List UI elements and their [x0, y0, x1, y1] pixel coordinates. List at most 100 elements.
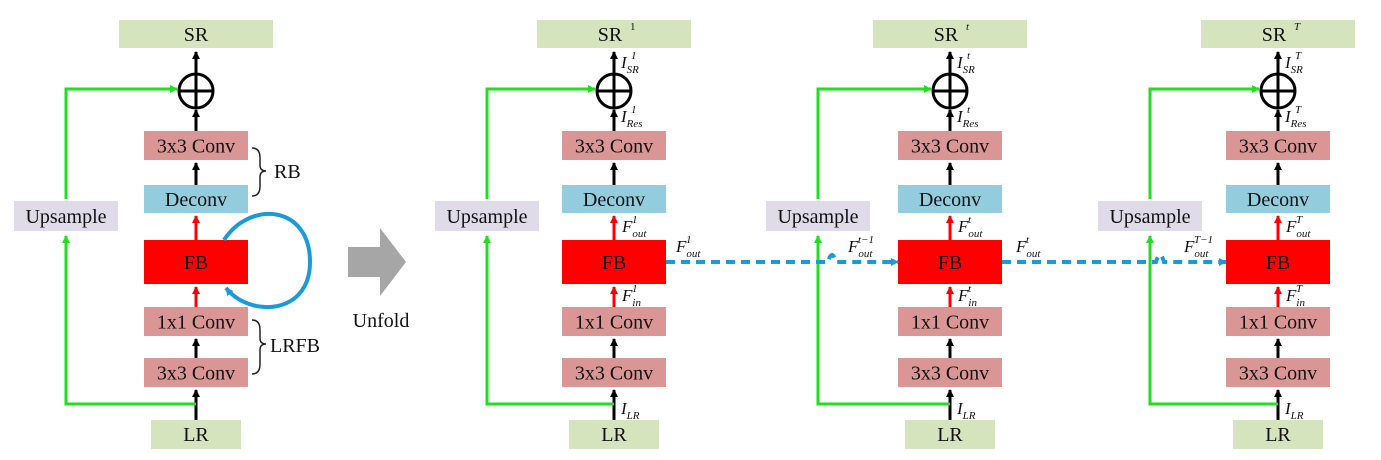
col1-skip-upper	[485, 85, 596, 199]
col2-fout-right: Fout	[1015, 237, 1041, 260]
col2-fout-right-sup: t	[1026, 234, 1030, 246]
col2-fb	[898, 240, 1002, 284]
left-lr-label: LR	[183, 424, 209, 446]
col2-fout-left-sup: t−1	[858, 234, 874, 246]
col3-fout-up: Fout	[1285, 217, 1311, 240]
col2-conv3-bottom-label: 3x3 Conv	[911, 363, 989, 385]
left-conv1-label: 1x1 Conv	[157, 312, 235, 334]
col3-upsample-box	[1098, 201, 1202, 231]
col3-fout-left-sup: T−1	[1194, 234, 1213, 246]
col1-lr-box	[569, 420, 659, 449]
col1-sr-label: SR	[598, 24, 623, 46]
col2-conv1	[898, 307, 1002, 336]
col1-conv3-top-label: 3x3 Conv	[575, 136, 653, 158]
left-feedback-loop	[222, 212, 313, 310]
col2-isr: ISR	[956, 53, 975, 76]
col3-conv1	[1226, 307, 1330, 336]
col3-fout-left: Fout	[1183, 237, 1209, 260]
lrfb-label: LRFB	[270, 335, 320, 357]
col3-conv3-bottom	[1226, 358, 1330, 387]
col2-deconv	[898, 185, 1002, 213]
left-fb-label: FB	[184, 252, 208, 274]
col3-lr-label: LR	[1265, 424, 1291, 446]
col2-ires: IRes	[956, 107, 979, 130]
left-conv3-top-label: 3x3 Conv	[157, 136, 235, 158]
link-1-to-t	[666, 253, 899, 266]
left-skip-upper	[64, 85, 178, 199]
col1-fout-up: Fout	[621, 217, 647, 240]
col2-skip-upper	[816, 85, 932, 199]
col3-conv3-bottom-label: 3x3 Conv	[1239, 363, 1317, 385]
col3-sr-label: SR	[1262, 24, 1287, 46]
left-skip-lower	[62, 235, 196, 406]
left-deconv-label: Deconv	[165, 189, 227, 211]
col1-conv1	[562, 307, 666, 336]
col1-ilr: ILR	[620, 399, 640, 422]
left-conv1	[144, 307, 248, 336]
col3-fin: Fin	[1285, 286, 1305, 309]
col2-conv3-top	[898, 131, 1002, 160]
rb-brace	[251, 147, 267, 197]
col1-ires-sup: 1	[631, 104, 637, 116]
col3-lr-box	[1233, 420, 1323, 449]
col1-fout-up-sup: 1	[632, 214, 638, 226]
col1-isr: ISR	[620, 53, 639, 76]
col2-sr-box	[873, 20, 1027, 48]
col3-sr-label-sup: T	[1294, 21, 1301, 33]
col3-conv3-top	[1226, 131, 1330, 160]
col2-sr-label-sup: t	[966, 21, 970, 33]
col1-sr-label-sup: 1	[630, 21, 636, 33]
col1-fb	[562, 240, 666, 284]
col2-fin-sup: t	[968, 283, 972, 295]
lrfb-brace	[251, 319, 267, 375]
col1-isr-sup: 1	[631, 50, 637, 62]
col3-ires-sup: T	[1295, 104, 1302, 116]
col2-fout-left: Fout	[847, 237, 873, 260]
col3-isr: ISR	[1284, 53, 1303, 76]
left-sr-label: SR	[184, 24, 209, 46]
left-sr-box	[119, 20, 273, 48]
unfold-arrow	[348, 228, 406, 296]
col1-deconv-label: Deconv	[583, 189, 645, 211]
col3-deconv-label: Deconv	[1247, 189, 1309, 211]
col2-skip-lower	[814, 235, 950, 406]
col1-skip-lower	[483, 235, 614, 406]
left-fb	[144, 240, 248, 284]
col1-upsample-box	[435, 201, 539, 231]
col2-lr-box	[905, 420, 995, 449]
col2-ilr: ILR	[956, 399, 976, 422]
col3-fin-sup: T	[1296, 283, 1303, 295]
col1-fin: Fin	[621, 286, 641, 309]
col3-conv1-label: 1x1 Conv	[1239, 312, 1317, 334]
col3-ires: IRes	[1284, 107, 1307, 130]
col1-fin-sup: 1	[632, 283, 638, 295]
left-lr-box	[151, 420, 241, 449]
col1-conv3-top	[562, 131, 666, 160]
col2-isr-sup: t	[967, 50, 971, 62]
col2-deconv-label: Deconv	[919, 189, 981, 211]
col2-conv3-bottom	[898, 358, 1002, 387]
col1-fb-label: FB	[602, 252, 626, 274]
col2-fout-up-sup: t	[968, 214, 972, 226]
left-conv3-top	[144, 131, 248, 160]
rb-label: RB	[274, 161, 301, 183]
col2-lr-label: LR	[937, 424, 963, 446]
col1-sr-box	[537, 20, 691, 48]
col2-upsample-box	[766, 201, 870, 231]
link-t-to-T	[1002, 253, 1227, 266]
col3-skip-lower	[1146, 235, 1278, 406]
col3-sr-box	[1201, 20, 1355, 48]
col1-fout-right: Fout	[675, 237, 701, 260]
left-conv3-bottom-label: 3x3 Conv	[157, 363, 235, 385]
col1-ires: IRes	[620, 107, 643, 130]
col1-conv1-label: 1x1 Conv	[575, 312, 653, 334]
col2-ires-sup: t	[967, 104, 971, 116]
unfold-label: Unfold	[353, 310, 410, 332]
col1-fout-right-sup: 1	[686, 234, 692, 246]
col2-conv3-top-label: 3x3 Conv	[911, 136, 989, 158]
col1-deconv	[562, 185, 666, 213]
col3-conv3-top-label: 3x3 Conv	[1239, 136, 1317, 158]
col1-lr-label: LR	[601, 424, 627, 446]
